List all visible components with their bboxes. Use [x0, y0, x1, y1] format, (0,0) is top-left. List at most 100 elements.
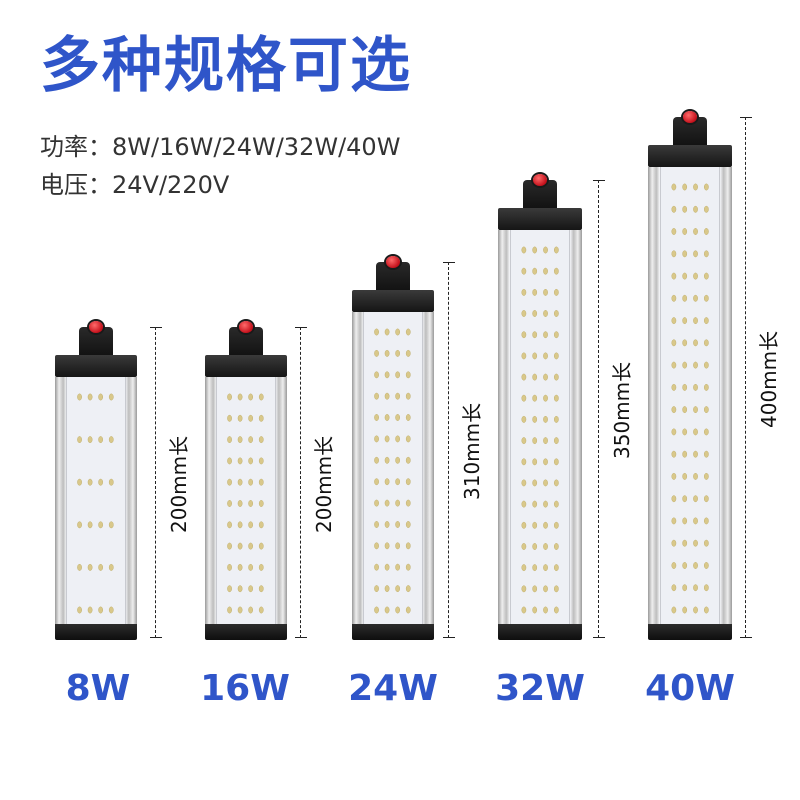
led-chip	[553, 246, 559, 254]
led-chip	[238, 563, 243, 571]
led-chip	[227, 393, 233, 401]
led-chip	[385, 542, 390, 550]
led-chip	[682, 317, 687, 325]
led-chip	[248, 436, 254, 444]
switch-housing	[229, 321, 263, 357]
led-chip	[692, 428, 698, 436]
led-chip	[259, 393, 265, 401]
led-chip	[542, 394, 548, 402]
led-chip	[385, 392, 390, 400]
led-chip	[671, 361, 676, 369]
led-chip	[385, 521, 390, 528]
led-chip	[703, 317, 709, 325]
bottom-end-cap	[648, 624, 732, 640]
power-switch-icon[interactable]	[89, 321, 103, 333]
wattage-label: 16W	[200, 668, 290, 709]
top-end-cap	[352, 290, 434, 312]
wattage-label: 24W	[348, 668, 438, 709]
led-panel	[216, 377, 276, 624]
led-chip	[682, 339, 687, 347]
led-chip	[238, 606, 243, 614]
led-chip	[374, 328, 380, 336]
led-chip	[671, 517, 676, 525]
led-chip	[682, 517, 687, 525]
led-chip	[385, 456, 390, 464]
led-chip	[682, 428, 687, 436]
led-chip	[109, 478, 115, 486]
led-chip	[238, 500, 243, 507]
led-chip	[406, 392, 412, 400]
led-chip	[682, 495, 687, 503]
led-chip	[374, 563, 380, 571]
led-chip	[542, 331, 548, 339]
led-chip	[406, 478, 412, 486]
led-chip	[98, 563, 104, 571]
led-chip	[542, 373, 548, 381]
led-chip	[703, 205, 709, 213]
led-chip	[374, 585, 380, 593]
power-switch-icon[interactable]	[533, 174, 547, 186]
led-chip	[532, 373, 537, 381]
led-chip	[532, 585, 537, 593]
led-chip	[671, 606, 676, 614]
switch-housing	[673, 111, 707, 147]
led-chip	[692, 517, 698, 525]
led-chip	[682, 450, 687, 458]
led-chip	[98, 436, 104, 444]
power-switch-icon[interactable]	[386, 256, 400, 268]
led-chip	[88, 436, 93, 444]
switch-housing	[376, 256, 410, 292]
top-end-cap	[205, 355, 287, 377]
led-chip	[692, 383, 698, 391]
led-chip	[703, 450, 709, 458]
led-array	[227, 393, 265, 614]
top-end-cap	[498, 208, 582, 230]
led-chip	[671, 406, 676, 414]
led-chip	[248, 521, 254, 529]
led-chip	[703, 183, 709, 191]
led-chip	[692, 339, 698, 347]
led-panel	[363, 312, 423, 624]
led-chip	[521, 437, 526, 445]
led-chip	[385, 478, 390, 486]
led-chip	[238, 585, 243, 593]
led-chip	[521, 310, 526, 317]
led-chip	[542, 352, 548, 360]
led-chip	[671, 428, 676, 436]
led-chip	[682, 606, 687, 614]
power-switch-icon[interactable]	[683, 111, 697, 123]
led-chip	[374, 606, 380, 614]
led-chip	[227, 478, 233, 486]
led-chip	[259, 457, 265, 465]
led-chip	[88, 606, 93, 614]
led-chip	[385, 499, 390, 507]
led-chip	[553, 394, 559, 402]
led-chip	[692, 183, 698, 191]
led-chip	[703, 339, 709, 347]
top-end-cap	[648, 145, 732, 167]
led-chip	[682, 584, 687, 592]
led-chip	[406, 585, 412, 593]
led-chip	[395, 371, 401, 379]
led-chip	[374, 371, 380, 379]
led-chip	[227, 563, 233, 571]
led-chip	[238, 478, 243, 486]
led-chip	[77, 478, 83, 486]
led-chip	[532, 415, 537, 423]
led-chip	[532, 288, 537, 296]
led-chip	[542, 437, 548, 445]
led-array	[671, 183, 709, 614]
led-chip	[553, 415, 559, 423]
power-switch-icon[interactable]	[239, 321, 253, 333]
led-chip	[374, 414, 380, 421]
led-chip	[671, 250, 676, 258]
led-chip	[532, 500, 537, 508]
led-chip	[703, 472, 709, 480]
led-chip	[374, 435, 380, 443]
led-chip	[385, 585, 390, 593]
led-chip	[542, 310, 548, 317]
led-chip	[671, 562, 676, 569]
led-chip	[542, 267, 548, 275]
led-chip	[88, 521, 93, 529]
led-chip	[532, 437, 537, 445]
